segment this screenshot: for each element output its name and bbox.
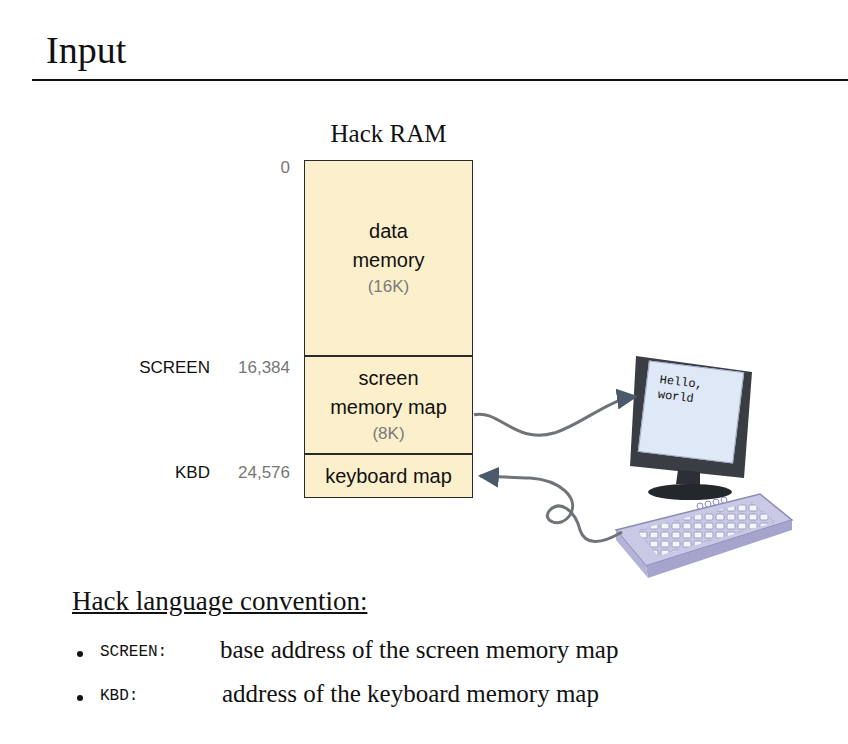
address-number: 24,576 bbox=[238, 463, 290, 483]
symbol-name: SCREEN: bbox=[100, 643, 167, 661]
title-rule bbox=[32, 79, 848, 81]
size-note: (16K) bbox=[368, 275, 410, 300]
memory-segment: data memory(16K) bbox=[304, 160, 473, 356]
memory-segment: keyboard map bbox=[304, 454, 473, 498]
box-label: screen memory map bbox=[328, 364, 450, 422]
bullet bbox=[77, 695, 83, 701]
bullet bbox=[77, 651, 83, 657]
memory-segment: screen memory map(8K) bbox=[304, 356, 473, 454]
box-label: Hello, world bbox=[657, 373, 730, 411]
symbol-name: KBD: bbox=[100, 687, 138, 705]
symbol-name: SCREEN bbox=[139, 358, 210, 378]
note: address of the keyboard memory map bbox=[222, 680, 599, 708]
note: base address of the screen memory map bbox=[220, 636, 618, 664]
column-heading: Hack RAM bbox=[304, 120, 473, 148]
keyboard-cable bbox=[480, 476, 622, 542]
symbol-name: KBD bbox=[175, 463, 210, 483]
address-number: 16,384 bbox=[238, 358, 290, 378]
size-note: (8K) bbox=[372, 422, 404, 447]
ram-column: Hack RAMdata memory(16K)screen memory ma… bbox=[304, 160, 473, 498]
monitor-icon bbox=[630, 356, 752, 500]
keyboard-icon bbox=[616, 494, 792, 578]
display-cable bbox=[474, 397, 636, 436]
address-number: 0 bbox=[281, 158, 290, 178]
monitor-screen: Hello, world bbox=[638, 360, 744, 463]
page-title: Input bbox=[46, 28, 126, 72]
section-heading: Hack language convention: bbox=[72, 586, 367, 617]
box-label: keyboard map bbox=[325, 462, 452, 491]
box-label: data memory bbox=[347, 217, 431, 275]
